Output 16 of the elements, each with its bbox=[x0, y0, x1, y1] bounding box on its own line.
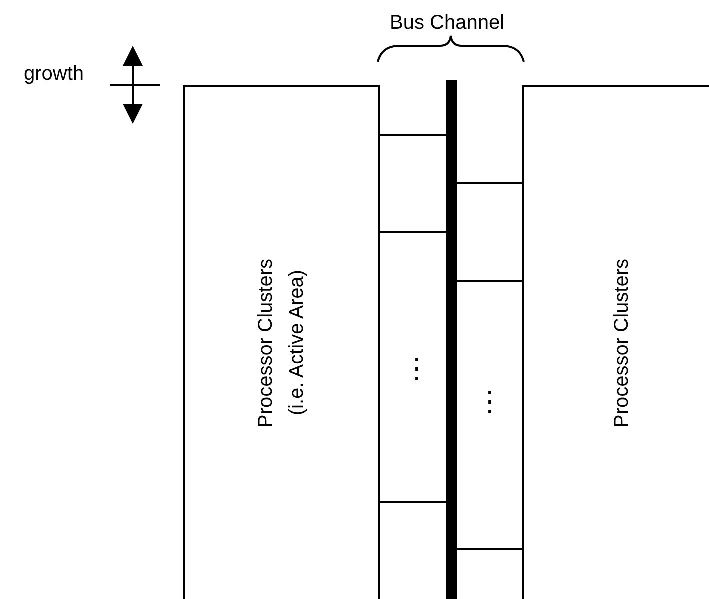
ellipsis-mark: ⋮ bbox=[476, 385, 504, 418]
connector-line bbox=[457, 548, 522, 550]
processor-block bbox=[522, 85, 709, 599]
connector-line bbox=[380, 501, 446, 503]
ellipsis-mark: ⋮ bbox=[403, 352, 431, 385]
block-label: Processor Clusters bbox=[254, 258, 278, 428]
bracket-label: Bus Channel bbox=[390, 12, 505, 35]
connector-line bbox=[457, 182, 522, 184]
connector-line bbox=[457, 280, 522, 282]
direction-label: growth bbox=[24, 63, 84, 86]
processor-block bbox=[183, 85, 380, 599]
connector-line bbox=[380, 134, 446, 136]
connector-line bbox=[380, 231, 446, 233]
block-label: Processor Clusters bbox=[610, 258, 634, 428]
bus-bar bbox=[446, 80, 457, 599]
block-label: (i.e. Active Area) bbox=[286, 270, 308, 416]
